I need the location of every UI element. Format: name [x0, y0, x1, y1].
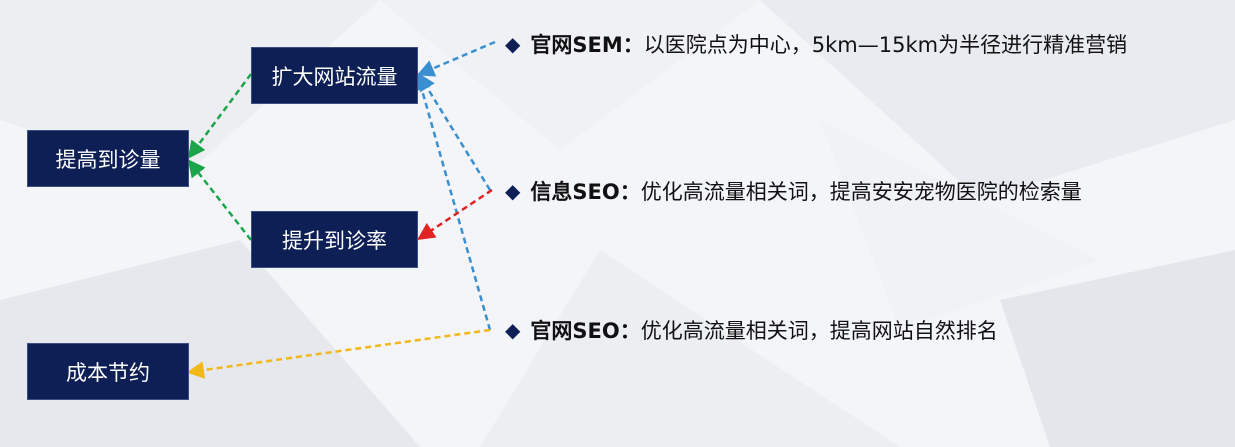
diamond-bullet-icon: ◆	[505, 318, 521, 342]
arrow-info-seo-to-rate	[417, 188, 493, 240]
arrow-site-seo-to-cost	[186, 328, 491, 379]
strategy-site-seo-sep: ：	[619, 319, 641, 343]
node-cost-saving: 成本节约	[27, 343, 189, 400]
strategy-info-seo-desc: 优化高流量相关词，提高安安宠物医院的检索量	[640, 180, 1082, 204]
arrow-info-seo-to-traffic	[418, 73, 492, 191]
strategy-sem: ◆ 官网SEM ： 以医院点为中心，5km—15km为半径进行精准营销	[505, 28, 1127, 60]
node-expand-traffic-label: 扩大网站流量	[271, 64, 398, 89]
strategy-sem-sep: ：	[622, 33, 644, 57]
arrow-traffic-to-diagnosis	[187, 73, 253, 159]
strategy-sem-desc: 以医院点为中心，5km—15km为半径进行精准营销	[643, 33, 1128, 57]
strategy-info-seo-title: 信息SEO	[530, 180, 620, 204]
strategy-site-seo-title: 官网SEO	[530, 319, 620, 343]
strategy-site-seo: ◆ 官网SEO ： 优化高流量相关词，提高网站自然排名	[505, 314, 998, 346]
node-cost-saving-label: 成本节约	[66, 360, 150, 385]
node-increase-diagnosis-label: 提高到诊量	[55, 147, 161, 172]
arrow-site-seo-to-traffic	[413, 72, 492, 331]
node-expand-traffic: 扩大网站流量	[251, 47, 418, 104]
strategy-sem-title: 官网SEM	[530, 33, 623, 57]
node-increase-diagnosis: 提高到诊量	[27, 130, 189, 187]
arrow-rate-to-diagnosis	[187, 159, 252, 241]
diamond-bullet-icon: ◆	[505, 32, 521, 56]
strategy-site-seo-desc: 优化高流量相关词，提高网站自然排名	[640, 319, 998, 343]
strategy-info-seo: ◆ 信息SEO ： 优化高流量相关词，提高安安宠物医院的检索量	[505, 175, 1082, 207]
diamond-bullet-icon: ◆	[505, 179, 521, 203]
node-improve-rate: 提升到诊率	[251, 211, 418, 268]
node-improve-rate-label: 提升到诊率	[282, 228, 387, 253]
strategy-info-seo-sep: ：	[619, 180, 641, 204]
arrow-sem-to-traffic	[416, 40, 496, 77]
